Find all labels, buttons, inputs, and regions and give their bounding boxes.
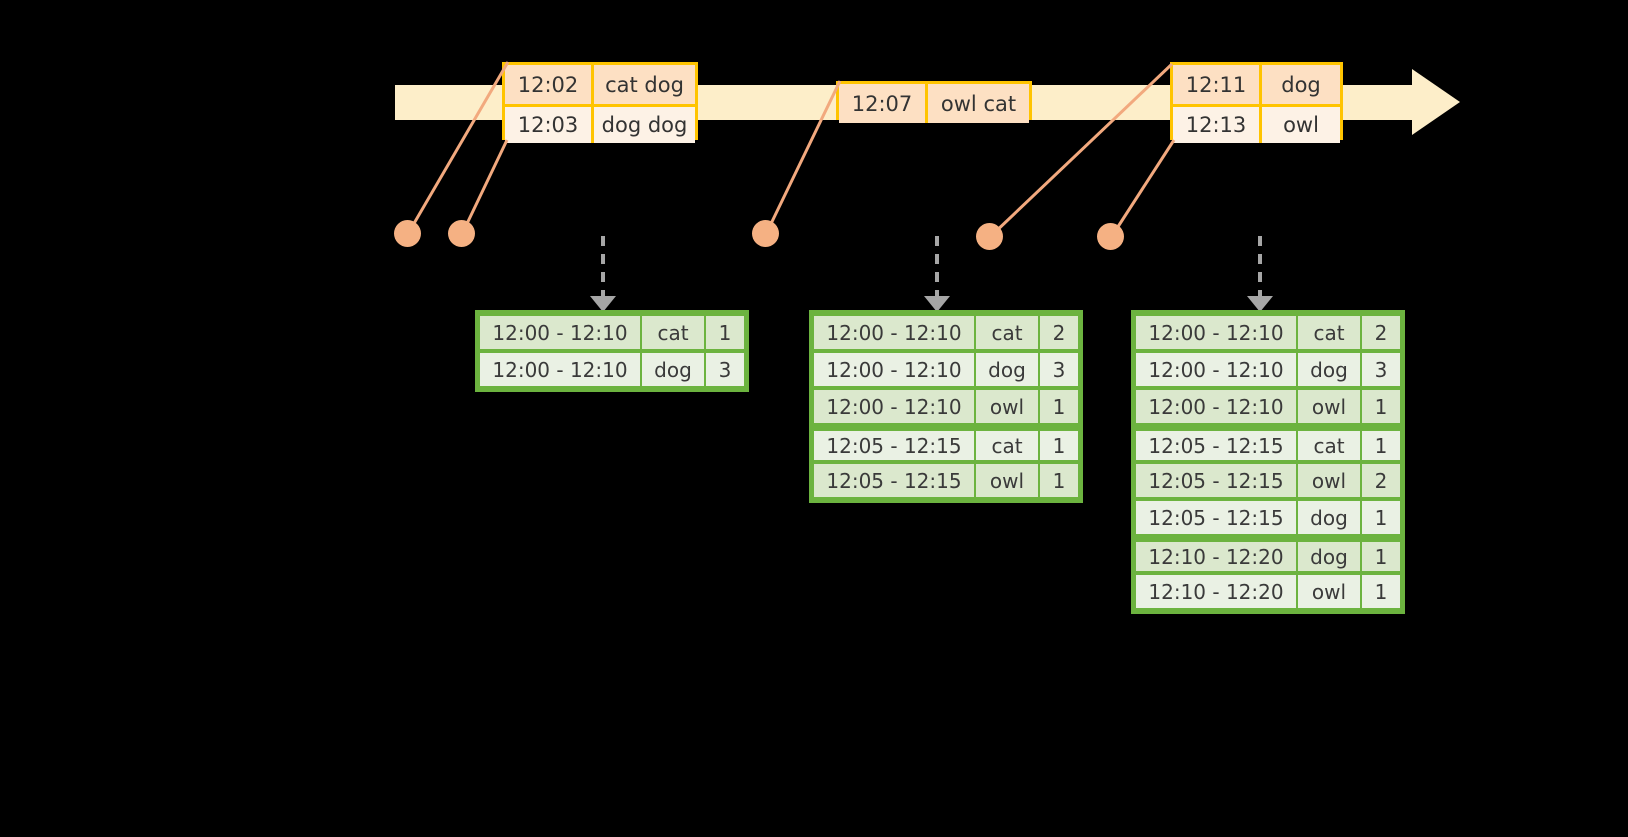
table-cell-count: 2 xyxy=(1362,464,1400,497)
table-cell-window: 12:00 - 12:10 xyxy=(480,316,640,349)
table-cell-count: 1 xyxy=(1362,431,1400,460)
flow-arrow-2 xyxy=(924,236,950,312)
table-cell-count: 1 xyxy=(1362,390,1400,423)
table-cell-key: cat xyxy=(642,316,704,349)
timeline-event-row[interactable]: 12:13 owl xyxy=(1173,104,1340,143)
event-dot xyxy=(394,220,421,247)
event-time: 12:07 xyxy=(839,84,925,123)
event-time: 12:02 xyxy=(505,65,591,104)
event-value: owl cat xyxy=(925,84,1029,123)
event-value: dog dog xyxy=(591,107,695,143)
arrow-head-icon xyxy=(924,296,950,312)
table-cell-window: 12:05 - 12:15 xyxy=(1136,464,1296,497)
table-cell-key: cat xyxy=(1298,431,1360,460)
table-cell-window: 12:05 - 12:15 xyxy=(1136,501,1296,534)
table-cell-count: 1 xyxy=(706,316,744,349)
timeline-event-group-1[interactable]: 12:02 cat dog 12:03 dog dog xyxy=(502,62,698,143)
table-cell-count: 1 xyxy=(1040,431,1078,460)
table-cell-count: 1 xyxy=(1040,464,1078,497)
table-cell-window: 12:05 - 12:15 xyxy=(814,431,974,460)
table-cell-window: 12:00 - 12:10 xyxy=(1136,316,1296,349)
table-cell-window: 12:05 - 12:15 xyxy=(1136,431,1296,460)
table-cell-key: dog xyxy=(642,353,704,386)
event-time: 12:03 xyxy=(505,107,591,143)
flow-arrow-1 xyxy=(590,236,616,312)
arrow-stem xyxy=(601,236,605,298)
timeline-event-row[interactable]: 12:07 owl cat xyxy=(839,84,1029,123)
table-cell-key: owl xyxy=(976,464,1038,497)
table-cell-count: 1 xyxy=(1362,501,1400,534)
event-time: 12:13 xyxy=(1173,107,1259,143)
arrow-head-icon xyxy=(590,296,616,312)
arrow-head-icon xyxy=(1247,296,1273,312)
timeline-event-row[interactable]: 12:02 cat dog xyxy=(505,65,695,104)
table-cell-count: 1 xyxy=(1040,390,1078,423)
connector-line-5 xyxy=(1110,139,1176,237)
table-cell-key: dog xyxy=(1298,501,1360,534)
table-cell-count: 2 xyxy=(1362,316,1400,349)
table-cell-count: 3 xyxy=(1040,353,1078,386)
table-cell-key: dog xyxy=(976,353,1038,386)
table-cell-window: 12:00 - 12:10 xyxy=(814,316,974,349)
event-dot xyxy=(752,220,779,247)
arrow-stem xyxy=(935,236,939,298)
table-cell-key: owl xyxy=(976,390,1038,423)
table-cell-count: 1 xyxy=(1362,542,1400,571)
table-cell-key: owl xyxy=(1298,464,1360,497)
table-cell-key: cat xyxy=(976,431,1038,460)
timeline-event-row[interactable]: 12:03 dog dog xyxy=(505,104,695,143)
table-cell-window: 12:00 - 12:10 xyxy=(1136,353,1296,386)
table-cell-window: 12:00 - 12:10 xyxy=(480,353,640,386)
arrow-stem xyxy=(1258,236,1262,298)
table-cell-key: dog xyxy=(1298,542,1360,571)
timeline-arrow-head xyxy=(1412,69,1460,135)
timeline-event-group-3[interactable]: 12:11 dog 12:13 owl xyxy=(1170,62,1343,143)
timeline-event-row[interactable]: 12:11 dog xyxy=(1173,65,1340,104)
table-cell-key: dog xyxy=(1298,353,1360,386)
table-cell-key: cat xyxy=(1298,316,1360,349)
event-time: 12:11 xyxy=(1173,65,1259,104)
event-dot xyxy=(448,220,475,247)
timeline-event-group-2[interactable]: 12:07 owl cat xyxy=(836,81,1032,123)
table-cell-count: 2 xyxy=(1040,316,1078,349)
event-value: owl xyxy=(1259,107,1340,143)
event-dot xyxy=(1097,223,1124,250)
table-cell-count: 3 xyxy=(706,353,744,386)
table-cell-window: 12:00 - 12:10 xyxy=(1136,390,1296,423)
table-cell-key: owl xyxy=(1298,390,1360,423)
table-cell-key: owl xyxy=(1298,575,1360,608)
event-dot xyxy=(976,223,1003,250)
table-cell-count: 3 xyxy=(1362,353,1400,386)
table-cell-key: cat xyxy=(976,316,1038,349)
table-cell-window: 12:10 - 12:20 xyxy=(1136,575,1296,608)
connector-line-2 xyxy=(461,139,509,233)
table-cell-window: 12:00 - 12:10 xyxy=(814,390,974,423)
table-cell-window: 12:05 - 12:15 xyxy=(814,464,974,497)
table-cell-window: 12:10 - 12:20 xyxy=(1136,542,1296,571)
flow-arrow-3 xyxy=(1247,236,1273,312)
event-value: cat dog xyxy=(591,65,695,104)
event-value: dog xyxy=(1259,65,1340,104)
table-cell-count: 1 xyxy=(1362,575,1400,608)
table-cell-window: 12:00 - 12:10 xyxy=(814,353,974,386)
